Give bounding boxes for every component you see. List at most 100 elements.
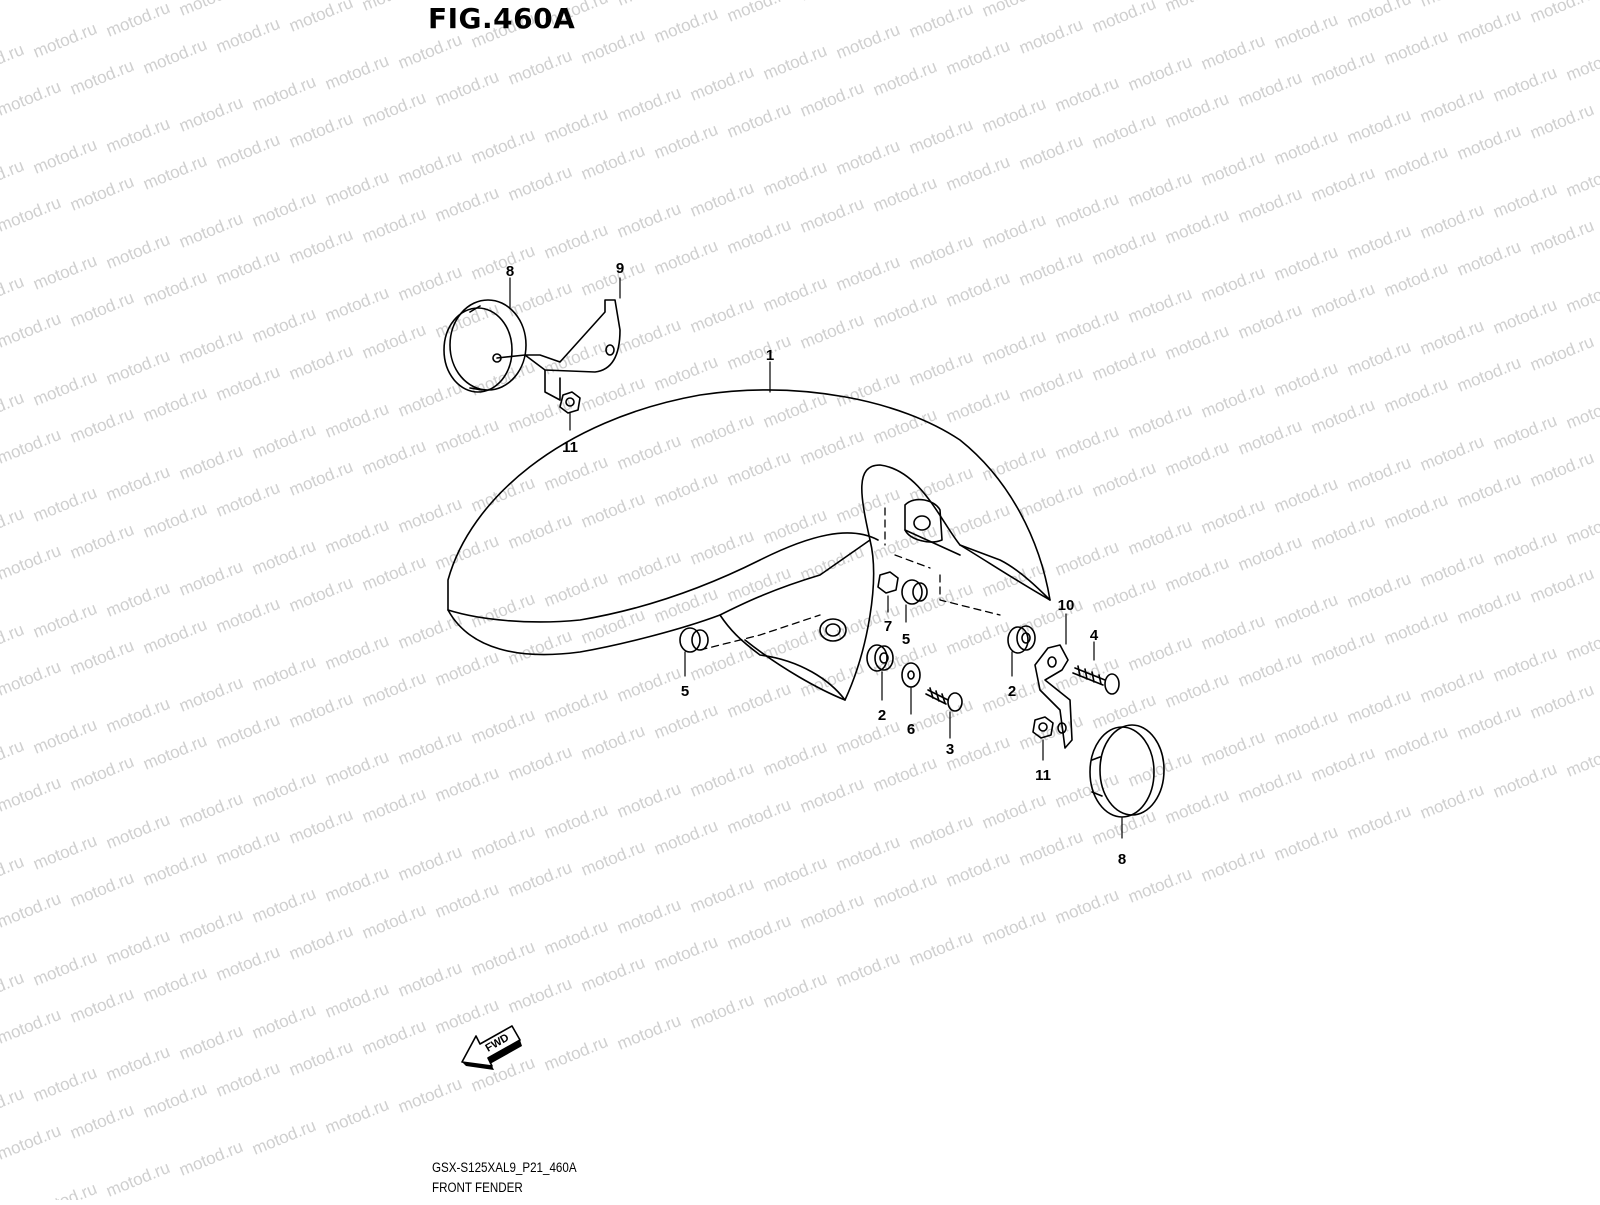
- watermark-text: motod.ru: [1527, 332, 1596, 375]
- watermark-text: motod.ru: [1198, 727, 1267, 770]
- watermark-text: motod.ru: [1235, 764, 1304, 807]
- watermark-text: motod.ru: [468, 241, 537, 284]
- watermark-text: motod.ru: [30, 1063, 99, 1106]
- watermark-text: motod.ru: [1198, 495, 1267, 538]
- watermark-text: motod.ru: [1490, 759, 1559, 802]
- watermark-text: motod.ru: [797, 78, 866, 121]
- part-label-2a: 2: [878, 707, 886, 724]
- watermark-text: motod.ru: [0, 156, 27, 199]
- watermark-text: motod.ru: [1162, 0, 1231, 16]
- watermark-text: motod.ru: [1308, 511, 1377, 554]
- bracket-9: [524, 299, 621, 401]
- watermark-text: motod.ru: [1454, 5, 1523, 48]
- watermark-text: motod.ru: [1454, 469, 1523, 512]
- watermark-text: motod.ru: [760, 157, 829, 200]
- watermark-text: motod.ru: [176, 1137, 245, 1180]
- watermark-text: motod.ru: [1454, 121, 1523, 164]
- watermark-text: motod.ru: [1125, 168, 1194, 211]
- watermark-text: motod.ru: [1527, 0, 1596, 27]
- watermark-text: motod.ru: [724, 215, 793, 258]
- watermark-text: motod.ru: [1563, 506, 1600, 549]
- watermark-text: motod.ru: [1089, 806, 1158, 849]
- watermark-text: motod.ru: [249, 652, 318, 695]
- watermark-text: motod.ru: [286, 1037, 355, 1080]
- watermark-text: motod.ru: [1162, 321, 1231, 364]
- watermark-text: motod.ru: [687, 990, 756, 1033]
- watermark-text: motod.ru: [30, 483, 99, 526]
- watermark-text: motod.ru: [578, 257, 647, 300]
- watermark-text: motod.ru: [0, 773, 64, 816]
- watermark-text: motod.ru: [943, 616, 1012, 659]
- watermark-text: motod.ru: [505, 626, 574, 669]
- watermark-text: motod.ru: [0, 736, 27, 779]
- rubber-2-right: [1007, 625, 1036, 654]
- watermark-text: motod.ru: [541, 916, 610, 959]
- watermark-text: motod.ru: [541, 800, 610, 843]
- watermark-text: motod.ru: [1271, 358, 1340, 401]
- watermark-text: motod.ru: [1344, 685, 1413, 728]
- watermark-text: motod.ru: [1344, 453, 1413, 496]
- watermark-text: motod.ru: [249, 884, 318, 927]
- watermark-text: motod.ru: [906, 0, 975, 42]
- watermark-text: motod.ru: [1308, 163, 1377, 206]
- watermark-text: motod.ru: [1490, 295, 1559, 338]
- part-label-11b: 11: [1035, 767, 1051, 784]
- watermark-text: motod.ru: [67, 1100, 136, 1143]
- watermark-text: motod.ru: [286, 805, 355, 848]
- watermark-text: motod.ru: [1417, 200, 1486, 243]
- watermark-text: motod.ru: [979, 790, 1048, 833]
- part-label-3: 3: [946, 741, 954, 758]
- watermark-text: motod.ru: [213, 826, 282, 869]
- watermark-text: motod.ru: [833, 136, 902, 179]
- watermark-text: motod.ru: [687, 178, 756, 221]
- watermark-text: motod.ru: [67, 56, 136, 99]
- part-label-10: 10: [1058, 597, 1075, 614]
- watermark-text: motod.ru: [359, 552, 428, 595]
- watermark-text: motod.ru: [249, 768, 318, 811]
- watermark-text: motod.ru: [0, 388, 27, 431]
- watermark-text: motod.ru: [541, 568, 610, 611]
- watermark-text: motod.ru: [432, 763, 501, 806]
- watermark-text: motod.ru: [103, 694, 172, 737]
- watermark-text: motod.ru: [0, 504, 27, 547]
- grommet-5-left: [679, 627, 709, 653]
- watermark-text: motod.ru: [103, 926, 172, 969]
- watermark-text: motod.ru: [67, 404, 136, 447]
- watermark-text: motod.ru: [213, 362, 282, 405]
- watermark-text: motod.ru: [1235, 300, 1304, 343]
- watermark-text: motod.ru: [103, 1042, 172, 1085]
- watermark-text: motod.ru: [1235, 416, 1304, 459]
- watermark-text: motod.ru: [1089, 574, 1158, 617]
- watermark-text: motod.ru: [103, 114, 172, 157]
- watermark-text: motod.ru: [176, 441, 245, 484]
- watermark-text: motod.ru: [724, 331, 793, 374]
- watermark-text: motod.ru: [1527, 216, 1596, 259]
- watermark-text: motod.ru: [249, 304, 318, 347]
- watermark-text: motod.ru: [213, 246, 282, 289]
- watermark-text: motod.ru: [797, 890, 866, 933]
- watermark-text: motod.ru: [1271, 242, 1340, 285]
- watermark-text: motod.ru: [213, 942, 282, 985]
- watermark-text: motod.ru: [395, 146, 464, 189]
- watermark-text: motod.ru: [1089, 0, 1158, 37]
- watermark-text: motod.ru: [505, 46, 574, 89]
- part-label-2b: 2: [1008, 683, 1016, 700]
- watermark-text: motod.ru: [103, 1158, 172, 1200]
- watermark-text: motod.ru: [651, 468, 720, 511]
- watermark-text: motod.ru: [578, 837, 647, 880]
- watermark-text: motod.ru: [395, 726, 464, 769]
- watermark-text: motod.ru: [322, 283, 391, 326]
- watermark-text: motod.ru: [578, 25, 647, 68]
- bolt-3: [925, 687, 963, 712]
- watermark-text: motod.ru: [1527, 448, 1596, 491]
- watermark-text: motod.ru: [359, 784, 428, 827]
- figure-title: FIG.460A: [428, 2, 576, 35]
- watermark-text: motod.ru: [1344, 0, 1413, 32]
- watermark-text: motod.ru: [1490, 63, 1559, 106]
- watermark-text: motod.ru: [286, 341, 355, 384]
- watermark-text: motod.ru: [1125, 400, 1194, 443]
- watermark-text: motod.ru: [943, 384, 1012, 427]
- watermark-text: motod.ru: [870, 173, 939, 216]
